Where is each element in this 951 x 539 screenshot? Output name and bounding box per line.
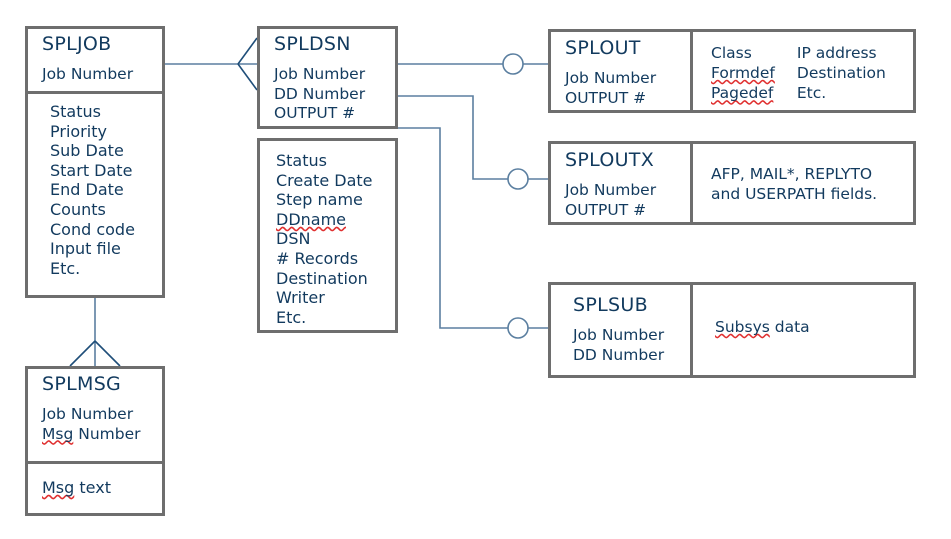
sploutx-header-pane: SPLOUTX Job Number OUTPUT # (551, 144, 690, 222)
spldsn-attr-6: Destination (276, 268, 368, 288)
splmsg-key-1: Msg Number (42, 424, 141, 443)
sploutx-note-0: AFP, MAIL*, REPLYTO (711, 165, 873, 183)
splout-note-4: Destination (796, 64, 886, 83)
sploutx-title: SPLOUTX (565, 149, 655, 171)
crows-foot-splmsg (69, 340, 121, 367)
splsub-key-0: Job Number (573, 326, 665, 344)
spldsn-attr-0: Status (276, 151, 327, 170)
spldsn-attr-4: DSN (276, 229, 311, 249)
spldsn-attr-3: DDname (276, 209, 347, 229)
splout-note-col2: IP address Destination Etc. (797, 43, 886, 103)
crows-foot-spldsn (237, 37, 258, 91)
splmsg-pane-divider (25, 461, 165, 464)
splout-note-col1: Class Formdef Pagedef (711, 43, 775, 103)
splsub-title: SPLSUB (573, 294, 648, 316)
spljob-title: SPLJOB (42, 33, 112, 55)
wire-spldsn-sploutx-a (398, 95, 508, 180)
splmsg-attr-0: Msg text (42, 478, 111, 497)
circle-zero-splout (502, 53, 524, 75)
splmsg-attribute-pane: Msg text (28, 464, 162, 506)
splmsg-title: SPLMSG (42, 373, 122, 395)
entity-splsub[interactable]: SPLSUB Job Number DD Number Subsys data (548, 282, 916, 378)
splsub-key-1: DD Number (573, 345, 665, 364)
spldsn-attr-8: Etc. (276, 307, 307, 327)
splout-pane-divider (690, 29, 693, 113)
spldsn-attr-1: Create Date (276, 170, 373, 190)
splout-key-1: OUTPUT # (565, 88, 647, 107)
splmsg-key-0: Job Number (42, 405, 134, 423)
spljob-attr-0: Status (50, 102, 101, 121)
spljob-attr-5: Counts (50, 199, 106, 219)
entity-spljob[interactable]: SPLJOB Job Number Status Priority Sub Da… (25, 26, 165, 298)
spldsn-attr-7: Writer (276, 288, 325, 308)
spljob-attr-2: Sub Date (50, 141, 124, 161)
entity-spldsn-attributes[interactable]: Status Create Date Step name DDname DSN … (257, 138, 398, 333)
spljob-attr-7: Input file (50, 239, 121, 259)
spldsn-title: SPLDSN (274, 33, 351, 55)
spljob-attr-3: Start Date (50, 160, 133, 180)
spljob-attr-1: Priority (50, 121, 107, 141)
spldsn-attr-2: Step name (276, 190, 363, 210)
splout-header-pane: SPLOUT Job Number OUTPUT # (551, 32, 690, 110)
spljob-header-pane: SPLJOB Job Number (28, 29, 162, 91)
splout-note-2: Pagedef (711, 84, 774, 103)
splsub-header-pane: SPLSUB Job Number DD Number (551, 285, 690, 375)
splout-note-1: Formdef (711, 64, 775, 83)
entity-sploutx[interactable]: SPLOUTX Job Number OUTPUT # AFP, MAIL*, … (548, 141, 916, 225)
splout-note-3: IP address (796, 44, 877, 62)
sploutx-note-1: and USERPATH fields. (711, 185, 878, 204)
splout-note-5: Etc. (796, 84, 827, 103)
spldsn-key-0: Job Number (274, 65, 366, 83)
spldsn-key-2: OUTPUT # (274, 104, 356, 123)
splsub-note-0: Subsys data (715, 318, 810, 336)
spljob-key-0: Job Number (42, 65, 134, 83)
spldsn-key-1: DD Number (274, 84, 366, 103)
circle-zero-sploutx (507, 168, 529, 190)
circle-zero-splsub (507, 317, 529, 339)
spljob-attr-8: Etc. (50, 258, 81, 278)
sploutx-key-0: Job Number (565, 181, 657, 199)
splout-title: SPLOUT (565, 37, 641, 59)
spldsn-attr-5: # Records (276, 248, 359, 268)
splout-note-0: Class (711, 44, 752, 62)
spljob-attribute-pane: Status Priority Sub Date Start Date End … (28, 94, 162, 286)
sploutx-note-pane: AFP, MAIL*, REPLYTO and USERPATH fields. (693, 144, 913, 212)
spljob-attr-6: Cond code (50, 219, 135, 239)
splout-note-pane: Class Formdef Pagedef IP address Destina… (693, 32, 913, 111)
entity-splout[interactable]: SPLOUT Job Number OUTPUT # Class Formdef… (548, 29, 916, 113)
sploutx-pane-divider (690, 141, 693, 225)
spljob-attr-4: End Date (50, 180, 124, 200)
entity-splmsg[interactable]: SPLMSG Job Number Msg Number Msg text (25, 366, 165, 516)
spldsn-attribute-pane: Status Create Date Step name DDname DSN … (260, 141, 395, 335)
spldsn-header-pane: SPLDSN Job Number DD Number OUTPUT # (260, 29, 395, 126)
splsub-pane-divider (690, 282, 693, 378)
splout-key-0: Job Number (565, 69, 657, 87)
splsub-note-pane: Subsys data (693, 285, 913, 345)
spljob-pane-divider (25, 91, 165, 94)
entity-spldsn-header[interactable]: SPLDSN Job Number DD Number OUTPUT # (257, 26, 398, 129)
sploutx-key-1: OUTPUT # (565, 200, 647, 219)
wire-spldsn-splsub-a (398, 127, 508, 329)
splmsg-header-pane: SPLMSG Job Number Msg Number (28, 369, 162, 461)
